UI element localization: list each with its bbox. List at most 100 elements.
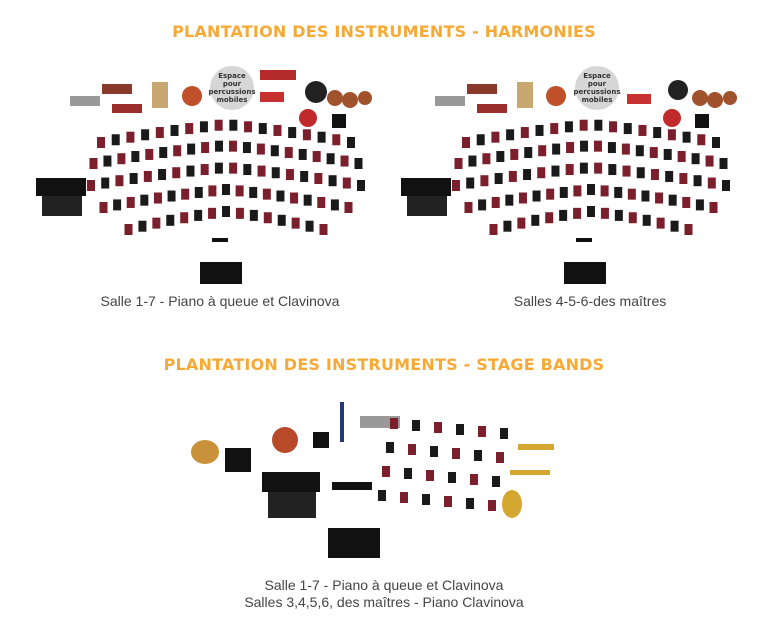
chair [214,162,223,174]
chair [550,123,559,135]
chair [194,209,203,221]
chair [552,143,561,155]
chair [129,173,138,185]
chair [614,209,623,221]
chair [448,472,456,483]
harmonies-left-caption: Salle 1-7 - Piano à queue et Clavinova [100,293,340,309]
chair [400,492,408,503]
xylophone-icon [477,104,507,113]
chair [347,137,355,148]
chair [496,151,505,163]
percussion-space-circle: Espace pour percussions mobiles [208,66,256,110]
bass-drum-icon [663,109,681,127]
chair [594,119,603,131]
chair [594,162,603,174]
chair [344,202,353,213]
svg-text:percussions: percussions [573,88,620,96]
amplifier-icon [695,114,709,128]
chair [126,131,135,143]
chair [302,129,311,141]
chair [426,470,434,481]
chair [317,196,326,208]
harmonies-left-diagram: Espace pour percussions mobiles [36,66,372,284]
chair [288,127,297,139]
chair [273,124,282,136]
chair [173,145,182,157]
chair [524,147,533,159]
chair [291,217,300,229]
chair [262,188,271,200]
chair [587,206,595,217]
amplifier-icon [313,432,329,448]
chair [115,175,124,187]
chair [573,207,582,219]
chair [559,186,568,198]
chair [342,177,351,189]
chair [535,124,544,136]
chair [573,185,582,197]
chair [452,180,460,191]
chair [263,212,272,224]
chair [600,207,609,219]
chair [663,148,672,160]
svg-text:Espace: Espace [218,72,246,80]
chair [249,209,258,221]
chair [303,194,312,206]
chair [641,190,650,202]
chair [656,217,665,229]
podium-icon [564,238,606,284]
chair [330,199,339,211]
timpani-icon [327,90,372,108]
chair [208,207,217,219]
chair [270,145,279,157]
chair [628,212,637,224]
timpani-icon [692,90,737,108]
chair [242,142,251,154]
chair [518,192,527,204]
chair [621,143,630,155]
chair [551,165,560,177]
chair [158,169,167,181]
stage-bands-caption-2: Salles 3,4,5,6, des maîtres - Piano Clav… [244,594,524,610]
chair [462,137,470,148]
podium-icon [200,238,242,284]
chair [670,220,679,232]
chair [434,422,442,433]
svg-text:Espace: Espace [583,72,611,80]
chair [454,158,463,169]
chair [277,214,286,226]
chair [623,123,632,135]
chair [608,164,617,176]
chair [531,214,540,226]
chair [564,121,573,133]
chair [627,188,636,200]
chair [545,212,554,224]
chair [271,167,280,179]
chair [705,155,714,167]
chair [159,147,168,159]
chair [284,147,293,159]
piano-icon [36,178,86,216]
chair [412,420,420,431]
chair [682,196,691,208]
svg-text:pour: pour [588,80,607,88]
chair [170,124,179,136]
chair [474,450,482,461]
chair [404,468,412,479]
saxophone-icon [502,490,522,518]
chair [580,140,589,152]
chair [328,175,337,187]
chair [532,190,541,202]
chair [319,224,328,235]
chair [566,142,575,154]
chair [635,145,644,157]
chair [332,134,341,146]
chair [565,164,574,176]
chair [249,186,258,198]
chair [326,153,335,165]
chair [378,490,386,501]
chimes-icon [152,82,168,108]
chair [124,224,133,235]
chair [317,131,326,143]
chair [126,196,135,208]
